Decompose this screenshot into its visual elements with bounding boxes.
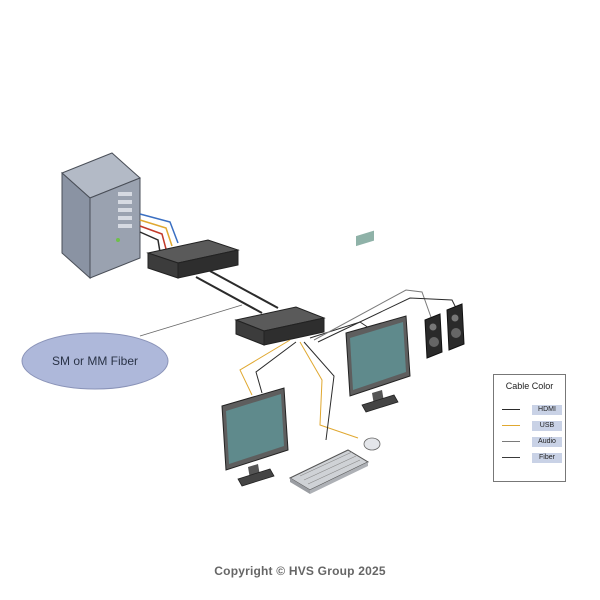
speakers-icon <box>424 303 465 359</box>
tower-cables <box>139 213 179 253</box>
monitor-right-icon <box>345 230 411 413</box>
legend-label-audio: Audio <box>532 437 562 447</box>
keyboard-icon <box>288 449 370 494</box>
legend-swatch-hdmi <box>502 409 520 410</box>
legend-title: Cable Color <box>505 381 554 391</box>
extender-receiver-icon <box>234 306 326 346</box>
fiber-cables <box>195 270 279 314</box>
fiber-label: SM or MM Fiber <box>51 354 138 368</box>
legend-swatch-usb <box>502 425 520 426</box>
copyright-text: Copyright © HVS Group 2025 <box>214 564 386 578</box>
legend-label-usb: USB <box>532 421 562 431</box>
legend-swatch-fiber <box>502 457 520 458</box>
extender-transmitter-icon <box>146 239 240 279</box>
legend-label-hdmi: HDMI <box>532 405 562 415</box>
legend-item-usb: USB <box>502 421 562 431</box>
legend-swatch-audio <box>502 441 520 442</box>
monitor-left-icon <box>221 387 289 487</box>
fiber-ellipse <box>21 332 169 390</box>
legend-item-fiber: Fiber <box>502 453 562 463</box>
cable-color-legend: Cable Color HDMI USB Audio Fiber <box>493 374 566 482</box>
legend-item-audio: Audio <box>502 437 562 447</box>
fiber-leader-line <box>139 304 243 337</box>
computer-tower-icon <box>61 152 141 280</box>
legend-label-fiber: Fiber <box>532 453 562 463</box>
output-cables <box>239 289 457 441</box>
legend-item-hdmi: HDMI <box>502 405 562 415</box>
mouse-icon <box>363 437 381 451</box>
